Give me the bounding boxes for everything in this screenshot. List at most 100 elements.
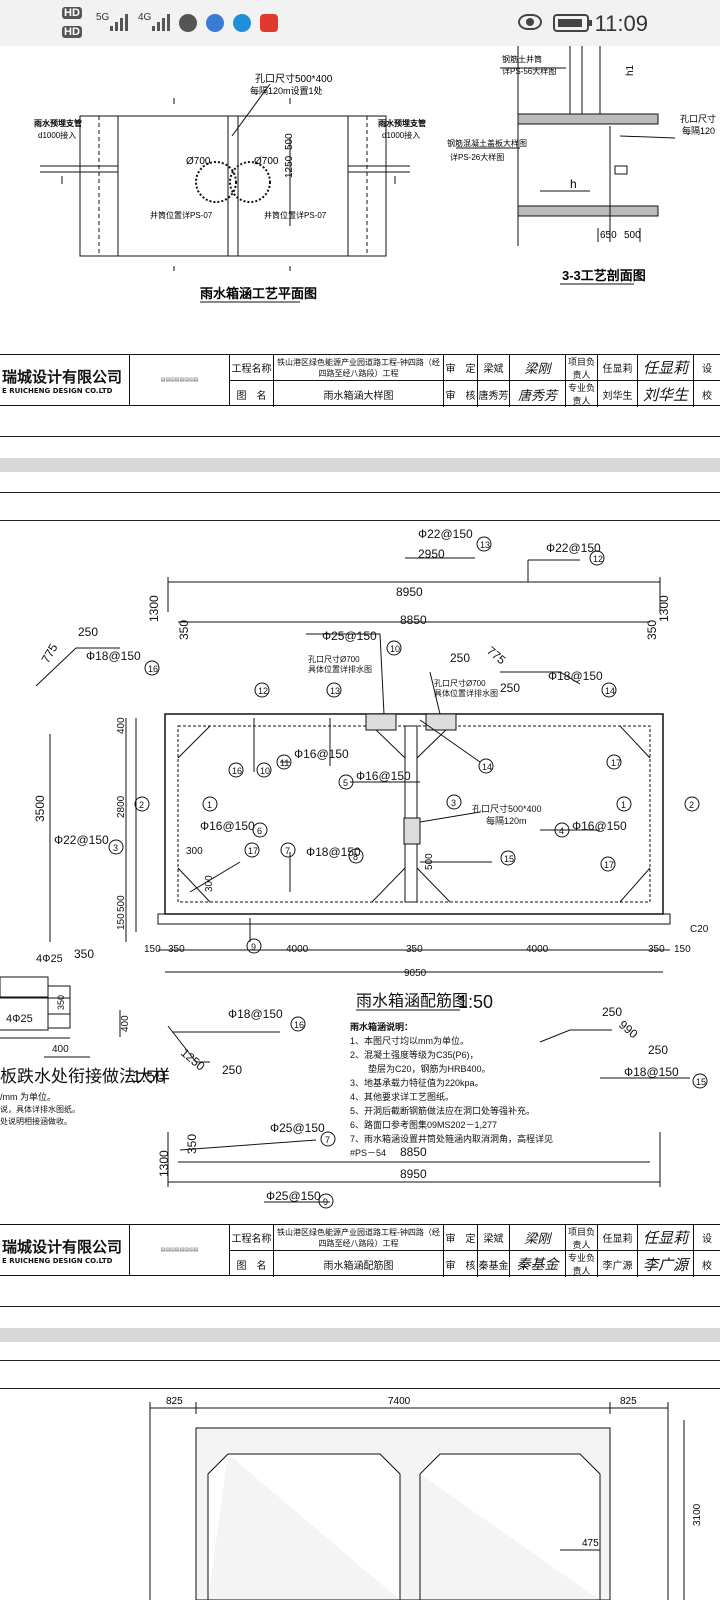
svg-text:17: 17 (611, 758, 621, 768)
dim-3100: 3100 (692, 1503, 703, 1526)
check-name: 秦基金 (478, 1251, 510, 1277)
dim-500: 500 (284, 133, 295, 150)
rebar-15-label: Ф18@150 (624, 1065, 679, 1079)
hole700-a: 孔口尺寸Ø700 (308, 654, 360, 664)
det-note-3: 处说明相接涵做收。 (0, 1116, 72, 1126)
note-5: 5、开洞后截断钢筋做法应在洞口处等强补充。 (350, 1105, 535, 1116)
spec-signature: 刘华生 (638, 381, 694, 407)
bottom-dim-6: 150 (674, 944, 691, 955)
hole700-a2: 具体位置详排水图 (308, 664, 372, 674)
dim-1300-right: 1300 (657, 595, 671, 622)
project-name: 铁山港区绿色能源产业园道路工程-钟四路（经四路至经八路段）工程 (274, 1225, 444, 1250)
svg-text:3: 3 (113, 843, 118, 853)
signal2-label: 4G (138, 12, 152, 23)
plan-title: 雨水箱涵工艺平面图 (200, 286, 317, 301)
rebar-drawing: 13 12 10 16 14 12 13 16 10 11 14 17 5 2 … (0, 527, 709, 1209)
phi700-left: Ø700 (186, 156, 211, 167)
rebar-4-label: Ф16@150 (572, 819, 627, 833)
rebar-6-label: Ф16@150 (200, 819, 255, 833)
certificate-cell: ▤▤▤▤▤▤▤▤ (130, 355, 230, 405)
svg-text:16: 16 (232, 766, 242, 776)
svg-text:12: 12 (593, 554, 603, 564)
svg-text:1: 1 (621, 800, 626, 810)
dim-350: 350 (177, 620, 191, 640)
dim-825-b: 825 (620, 1396, 637, 1407)
dim-250-c: 250 (602, 1005, 622, 1019)
bottom-dim-3: 350 (406, 944, 423, 955)
svg-text:14: 14 (605, 686, 615, 696)
check-name: 唐秀芳 (478, 381, 510, 407)
dim-8850: 8850 (400, 613, 427, 627)
pm-name: 任显莉 (598, 355, 638, 380)
svg-text:16: 16 (294, 1020, 304, 1030)
bottom-dim-0: 150 (144, 944, 161, 955)
company-name: 瑞城设计有限公司 (2, 367, 123, 386)
spec-label: 专业负责人 (566, 1251, 598, 1277)
divider-line (0, 1388, 720, 1389)
proof-label: 校 (702, 390, 712, 402)
company-cell: 瑞城设计有限公司 E RUICHENG DESIGN CO.LTD (0, 355, 130, 405)
dim-1300: 1300 (147, 595, 161, 622)
pipe-right-label: 雨水预埋支管 (378, 118, 426, 128)
approve-name: 梁斌 (478, 1225, 510, 1250)
design-label: 设 (702, 364, 712, 375)
hole-size-label: 孔口尺寸500*400 (255, 72, 333, 85)
svg-text:2: 2 (689, 800, 694, 810)
dim-300-a: 300 (186, 846, 203, 857)
app3-icon (233, 14, 251, 32)
dim-8950-b: 8950 (400, 1167, 427, 1181)
phi700-right: Ø700 (254, 156, 279, 167)
det-400: 400 (120, 1015, 131, 1032)
dim-775-right: 775 (484, 644, 509, 668)
rebar-3-label: Ф22@150 (54, 833, 109, 847)
bottom-dim-4: 4000 (526, 944, 549, 955)
det-400-b: 400 (52, 1044, 69, 1055)
note-3: 3、地基承载力特征值为220kpa。 (350, 1077, 484, 1088)
drawing-label: 图 名 (230, 381, 274, 407)
dim-1250: 1250 (284, 155, 295, 178)
note-1: 1、本图尺寸均以mm为单位。 (350, 1035, 469, 1046)
project-name: 铁山港区绿色能源产业园道路工程-钟四路（经四路至经八路段）工程 (274, 355, 444, 380)
dim-8950: 8950 (396, 585, 423, 599)
divider-line (0, 1306, 720, 1307)
c20-label: C20 (690, 924, 709, 935)
note-2: 2、混凝土强度等级为C35(P6)， (350, 1049, 479, 1060)
detail-title: 板跌水处衔接做法大样 (0, 1067, 170, 1086)
pm-label: 项目负责人 (566, 1225, 598, 1251)
svg-text:13: 13 (480, 540, 490, 550)
dim-7400: 7400 (388, 1396, 411, 1407)
dim-2800: 2800 (116, 795, 127, 818)
sec-label-1: 钢筋土井筒 (502, 54, 542, 64)
drawing-name: 雨水箱涵大样图 (274, 381, 444, 407)
sec-dim-500: 500 (624, 230, 641, 241)
tb1-row-2: 图 名 雨水箱涵大样图 审 核 唐秀芳 唐秀芳 专业负责人 刘华生 刘华生 校 (230, 381, 720, 407)
svg-text:10: 10 (390, 644, 400, 654)
hole700-b2: 具体位置详排水图 (434, 688, 498, 698)
tb2-row-1: 工程名称 铁山港区绿色能源产业园道路工程-钟四路（经四路至经八路段）工程 审 定… (230, 1225, 720, 1251)
dim-475: 475 (582, 1538, 599, 1549)
approve-signature: 梁刚 (510, 1225, 566, 1250)
rebar-11-label: Ф16@150 (294, 747, 349, 761)
svg-text:15: 15 (696, 1077, 706, 1087)
dim-1300-b: 1300 (157, 1150, 171, 1177)
hd2-badge: HD (62, 26, 82, 38)
project-label: 工程名称 (230, 1225, 274, 1250)
sec-dim-650: 650 (600, 230, 617, 241)
svg-text:11: 11 (280, 758, 289, 768)
status-bar: HD HD 5G 4G 11:09 (0, 0, 720, 46)
proof-label: 校 (702, 1260, 712, 1272)
svg-text:7: 7 (285, 846, 290, 856)
divider-line (0, 436, 720, 437)
rebar-9-label: Ф25@150 (266, 1189, 321, 1203)
pm-name: 任显莉 (598, 1225, 638, 1250)
dim-250: 250 (78, 625, 98, 639)
pipe-left-size: d1000接入 (38, 130, 76, 140)
design-label: 设 (702, 1234, 712, 1245)
drawing-sheet-2: 13 12 10 16 14 12 13 16 10 11 14 17 5 2 … (0, 522, 720, 1222)
rebar-notes: 雨水箱涵说明： 1、本图尺寸均以mm为单位。 2、混凝土强度等级为C35(P6)… (350, 1021, 553, 1158)
check-signature: 秦基金 (510, 1251, 566, 1277)
check-label: 审 核 (444, 1251, 478, 1277)
svg-text:5: 5 (343, 778, 348, 788)
bottom-dim-1: 350 (168, 944, 185, 955)
det-4p25-a: 4Ф25 (36, 953, 63, 965)
